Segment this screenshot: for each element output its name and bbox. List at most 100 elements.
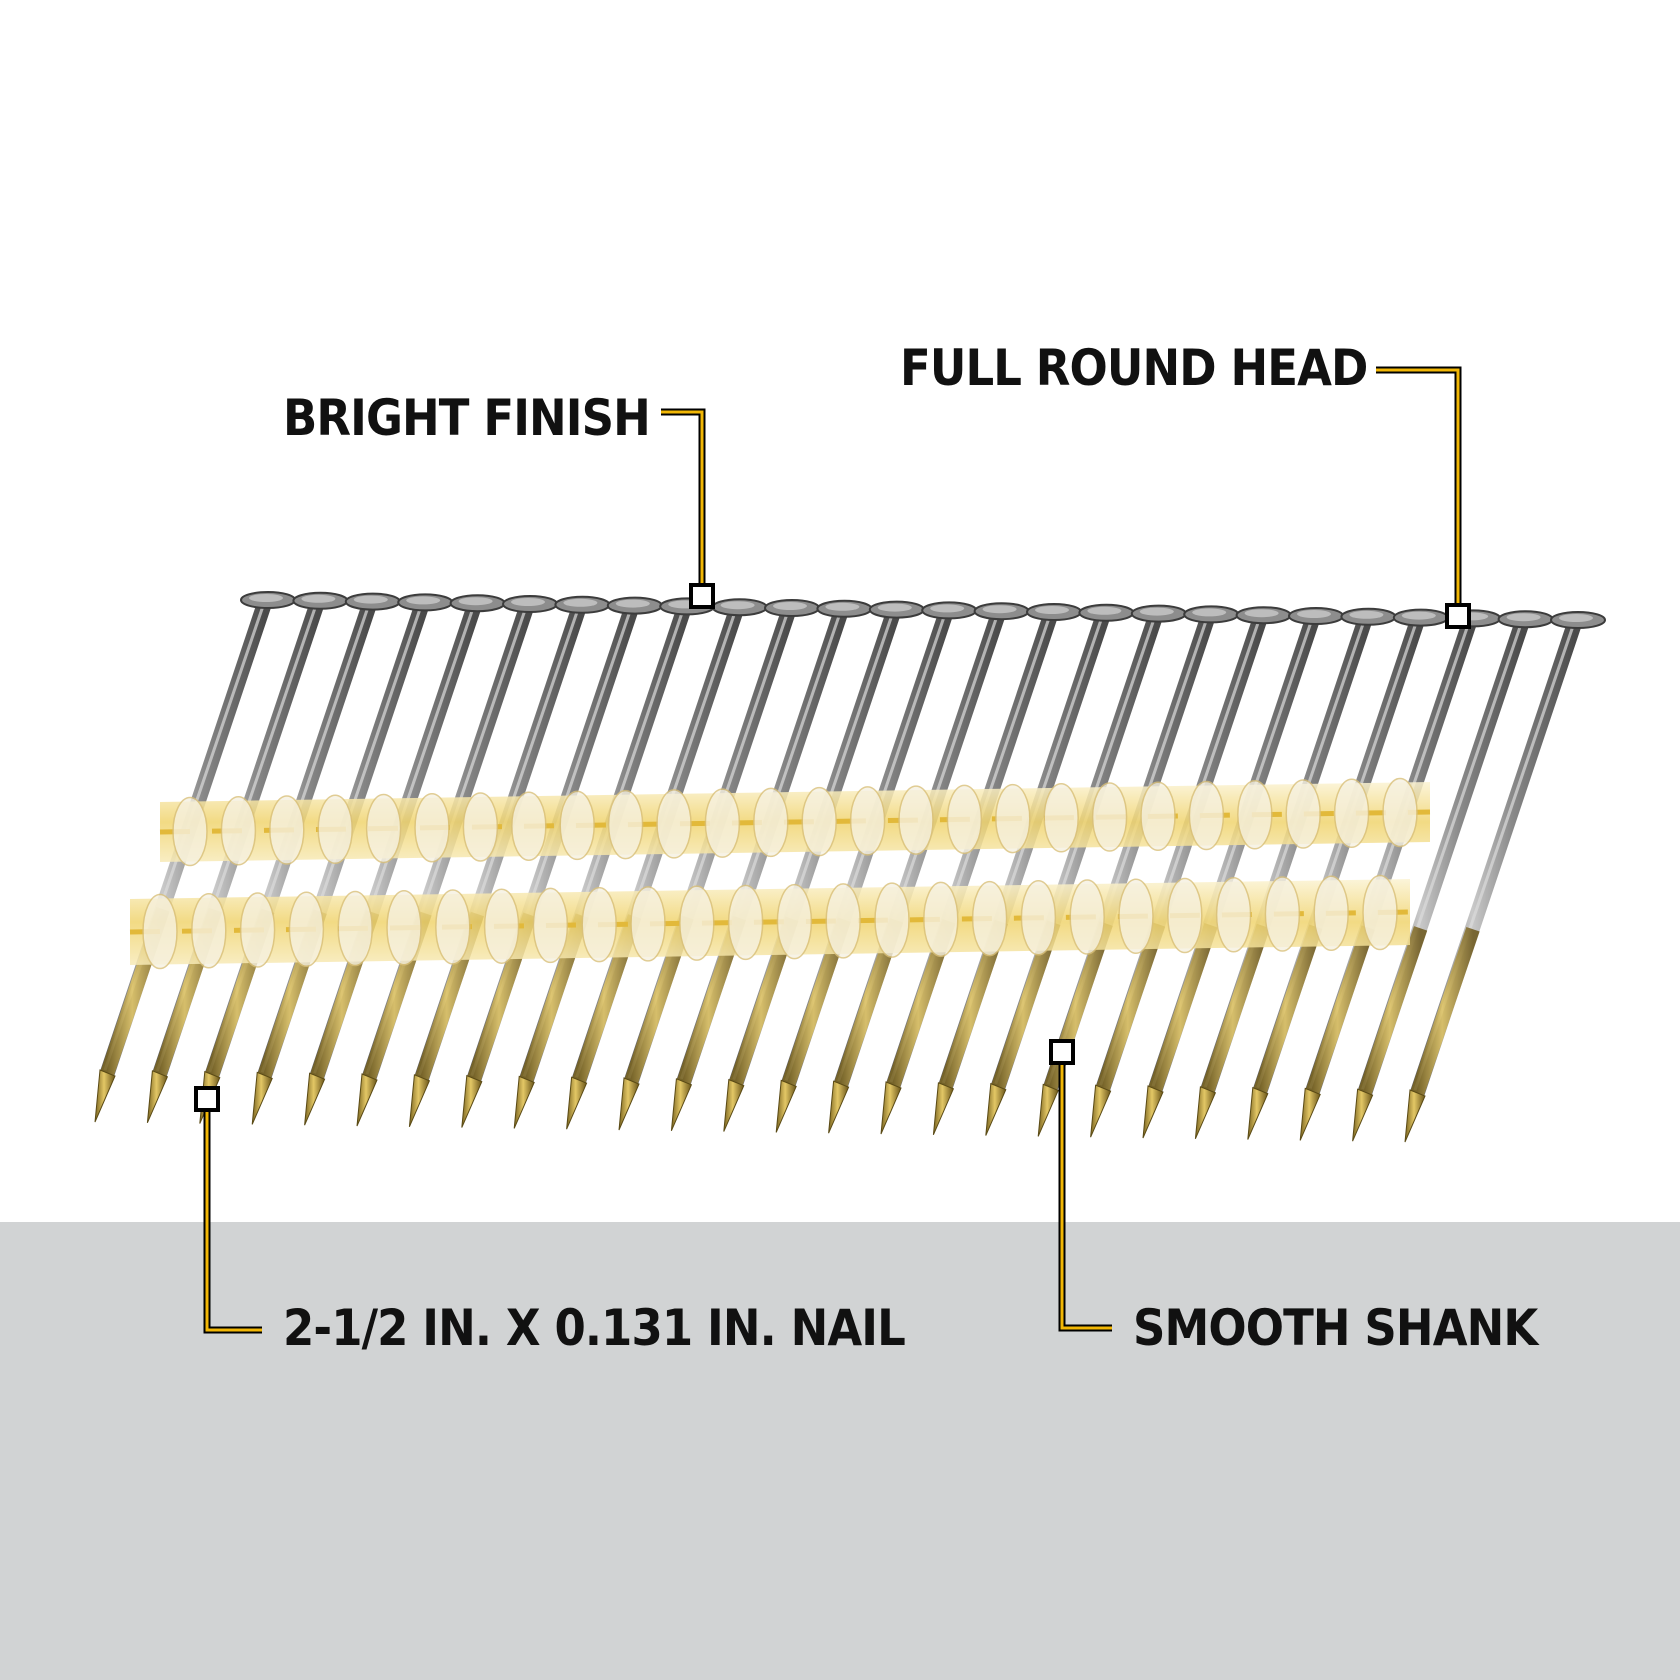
strip-sleeve (1215, 877, 1252, 953)
strip-sleeve (1188, 780, 1225, 851)
nail-lower-shank (1305, 925, 1375, 1095)
nail-head-shine (982, 605, 1017, 614)
nail-head-shine (511, 598, 545, 606)
strip-sleeve (971, 880, 1008, 957)
strip-sleeve (337, 890, 373, 967)
strip-sleeve (532, 887, 569, 964)
strip-sleeve (825, 883, 861, 959)
nail-head-shine (877, 603, 912, 612)
strip-sleeve (1091, 782, 1128, 852)
full-round-head-marker (1445, 603, 1471, 629)
strip-sleeve (630, 886, 666, 962)
nail-tip (775, 1079, 797, 1133)
strip-sleeve (269, 795, 305, 865)
nail-size-label: 2-1/2 IN. X 0.131 IN. NAIL (283, 1299, 906, 1357)
strip-sleeve (727, 884, 764, 961)
leader-lines (194, 366, 1471, 1334)
nail (1194, 607, 1397, 1139)
nail-tip (408, 1074, 431, 1127)
nail-tip (723, 1078, 745, 1132)
nail-tip (1299, 1087, 1321, 1141)
nail-head-shine (1087, 606, 1122, 615)
nail-head-shine (1401, 611, 1436, 620)
strip-sleeve (414, 792, 450, 863)
nail-head-shine (406, 596, 441, 605)
nail-head-shine (1559, 614, 1593, 622)
bright-finish-label: BRIGHT FINISH (283, 389, 651, 447)
nail-tip (618, 1077, 640, 1131)
nail-head-shine (301, 594, 336, 603)
strip-sleeve (191, 893, 227, 969)
nail-size-marker (194, 1086, 220, 1112)
full-round-head-leader (1376, 368, 1460, 605)
strip-sleeve (1382, 777, 1418, 848)
nail-size-leader (205, 1110, 262, 1332)
strip-sleeve (365, 793, 402, 864)
strip-sleeve (220, 796, 257, 866)
nail-head-shine (1244, 609, 1279, 618)
strip-sleeve (607, 789, 644, 860)
nail-head-shine (1139, 607, 1174, 616)
strip-sleeve (288, 891, 325, 967)
nail-tip (828, 1080, 850, 1134)
nail-tip (1247, 1086, 1269, 1140)
strip-sleeve (753, 787, 789, 858)
nail-tip (356, 1073, 378, 1127)
nail (1352, 610, 1554, 1142)
strip-sleeve (656, 789, 692, 859)
nail-tip (251, 1071, 273, 1125)
nails-group (94, 591, 1606, 1143)
nail-tip (932, 1082, 955, 1135)
nail-tip (146, 1070, 169, 1123)
nail (670, 599, 873, 1131)
nail-tip (513, 1075, 535, 1129)
nail-head-shine (720, 601, 755, 610)
bright-finish-leader-outline (661, 408, 706, 585)
nail-tip (1352, 1088, 1374, 1142)
strip-sleeve (1333, 778, 1370, 848)
nail-tip (670, 1078, 693, 1131)
nail-lower-shank (1253, 924, 1323, 1094)
nail-lower-shank (1148, 922, 1218, 1093)
smooth-shank-leader (1060, 1063, 1112, 1330)
strip-sleeve (1264, 876, 1301, 952)
nail-lower-shank (1200, 923, 1271, 1094)
strip-sleeve (1043, 783, 1079, 853)
strip-sleeve (1069, 879, 1105, 955)
strip-sleeve (1118, 878, 1154, 955)
nail-lower-shank (1410, 926, 1480, 1097)
upper-collation-strip (159, 777, 1431, 867)
nail-tip (1037, 1083, 1059, 1137)
nail (1247, 608, 1449, 1140)
nail (1037, 605, 1240, 1137)
nail-tip (566, 1076, 588, 1130)
nail (1299, 609, 1502, 1141)
nail-tip (1142, 1085, 1164, 1139)
strip-sleeve (172, 796, 208, 867)
smooth-shank-marker (1049, 1039, 1075, 1065)
nail (1404, 611, 1606, 1143)
full-round-head-label: FULL ROUND HEAD (900, 339, 1368, 397)
nail-head-shine (563, 598, 598, 607)
strip-sleeve (1167, 877, 1203, 954)
strip-sleeve (386, 889, 422, 966)
nail-head-shine (930, 604, 965, 613)
nail-head-shine (458, 597, 493, 606)
nail-head-shine (249, 594, 283, 602)
strip-sleeve (849, 786, 886, 856)
nail-head-shine (1506, 613, 1541, 622)
nail-head-shine (773, 602, 807, 610)
strip-sleeve (142, 893, 178, 970)
strip-sleeve (435, 889, 471, 965)
strip-sleeve (1362, 874, 1398, 951)
background-bottom (0, 1222, 1680, 1680)
strip-sleeve (581, 886, 617, 963)
bright-finish-leader (661, 410, 704, 585)
nail-tip (880, 1081, 902, 1135)
nail-tip (1194, 1086, 1217, 1139)
collation-strips (129, 777, 1431, 970)
strip-sleeve (704, 788, 741, 858)
smooth-shank-label: SMOOTH SHANK (1133, 1299, 1538, 1357)
